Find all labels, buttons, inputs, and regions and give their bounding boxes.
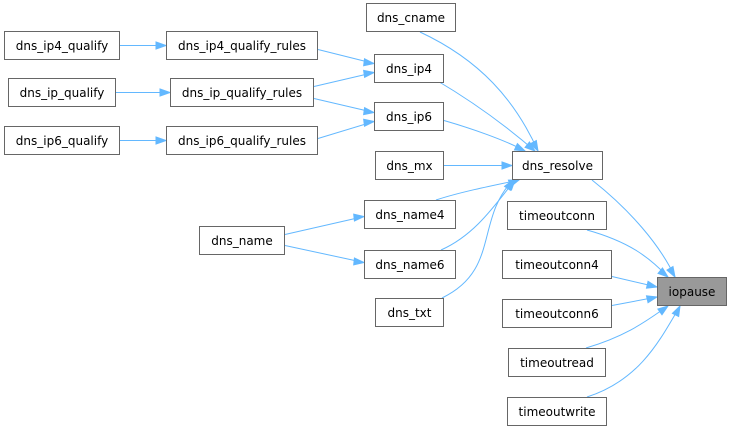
arrowhead-timeoutconn-to-iopause — [657, 267, 670, 278]
edge-dns_cname-to-dns_resolve — [419, 31, 539, 152]
arrowhead-dns_ip4_qualify-to-dns_ip4_qualify_rules — [155, 41, 168, 50]
edge-dns_ip6-to-dns_resolve — [443, 120, 526, 152]
node-timeoutconn4[interactable]: timeoutconn4 — [502, 250, 612, 279]
arrowhead-dns_txt-to-dns_resolve — [503, 178, 514, 192]
edge-timeoutwrite-to-iopause — [586, 305, 681, 398]
arrowhead-dns_resolve-to-iopause — [666, 265, 676, 279]
node-dns-cname[interactable]: dns_cname — [366, 3, 456, 32]
node-dns-ip4-qualify[interactable]: dns_ip4_qualify — [4, 31, 120, 60]
node-dns-ip-qualify[interactable]: dns_ip_qualify — [8, 78, 116, 107]
node-dns-resolve[interactable]: dns_resolve — [512, 151, 603, 180]
arrowhead-dns_mx-to-dns_resolve — [501, 161, 514, 170]
arrowhead-dns_ip6_qualify_rules-to-dns_ip6 — [363, 118, 376, 127]
arrowhead-dns_ip_qualify_rules-to-dns_ip4 — [363, 69, 376, 79]
arrowhead-dns_name-to-dns_name6 — [353, 257, 366, 266]
arrowhead-dns_ip_qualify_rules-to-dns_ip6 — [363, 106, 376, 116]
node-timeoutwrite[interactable]: timeoutwrite — [507, 397, 607, 426]
node-timeoutread[interactable]: timeoutread — [508, 348, 606, 377]
node-dns-ip-qualify-rules[interactable]: dns_ip_qualify_rules — [170, 78, 314, 107]
node-dns-ip6-qualify[interactable]: dns_ip6_qualify — [4, 126, 120, 155]
node-dns-name[interactable]: dns_name — [199, 226, 285, 255]
node-timeoutconn6[interactable]: timeoutconn6 — [502, 299, 612, 328]
arrowhead-dns_ip6-to-dns_resolve — [513, 142, 527, 152]
node-dns-txt[interactable]: dns_txt — [375, 298, 444, 327]
arrowhead-dns_name-to-dns_name4 — [353, 213, 366, 222]
node-timeoutconn[interactable]: timeoutconn — [507, 201, 607, 230]
node-dns-ip4-qualify-rules[interactable]: dns_ip4_qualify_rules — [166, 31, 318, 60]
node-dns-name6[interactable]: dns_name6 — [364, 250, 456, 279]
arrowhead-timeoutconn4-to-iopause — [645, 280, 659, 289]
node-dns-ip6-qualify-rules[interactable]: dns_ip6_qualify_rules — [166, 126, 318, 155]
arrowhead-timeoutconn6-to-iopause — [645, 295, 659, 304]
node-iopause-focus: iopause — [657, 277, 727, 306]
edge-dns_txt-to-dns_resolve — [441, 179, 514, 299]
node-dns-name4[interactable]: dns_name4 — [364, 200, 456, 229]
arrowhead-timeoutwrite-to-iopause — [671, 304, 681, 318]
edge-dns_name-to-dns_name4 — [284, 216, 365, 235]
arrowhead-timeoutread-to-iopause — [657, 305, 670, 316]
node-dns-ip4[interactable]: dns_ip4 — [374, 54, 444, 83]
arrowhead-dns_ip4_qualify_rules-to-dns_ip4 — [363, 58, 376, 67]
arrowhead-dns_ip6_qualify-to-dns_ip6_qualify_rules — [155, 136, 168, 145]
node-dns-mx[interactable]: dns_mx — [375, 151, 444, 180]
edge-dns_name-to-dns_name6 — [284, 245, 365, 263]
edge-dns_resolve-to-iopause — [591, 179, 676, 278]
arrowhead-dns_ip4-to-dns_resolve — [524, 141, 537, 152]
arrowhead-dns_ip_qualify-to-dns_ip_qualify_rules — [159, 88, 172, 97]
edge-dns_ip4-to-dns_resolve — [435, 79, 536, 152]
arrowhead-dns_cname-to-dns_resolve — [529, 139, 539, 153]
node-dns-ip6[interactable]: dns_ip6 — [374, 102, 444, 131]
